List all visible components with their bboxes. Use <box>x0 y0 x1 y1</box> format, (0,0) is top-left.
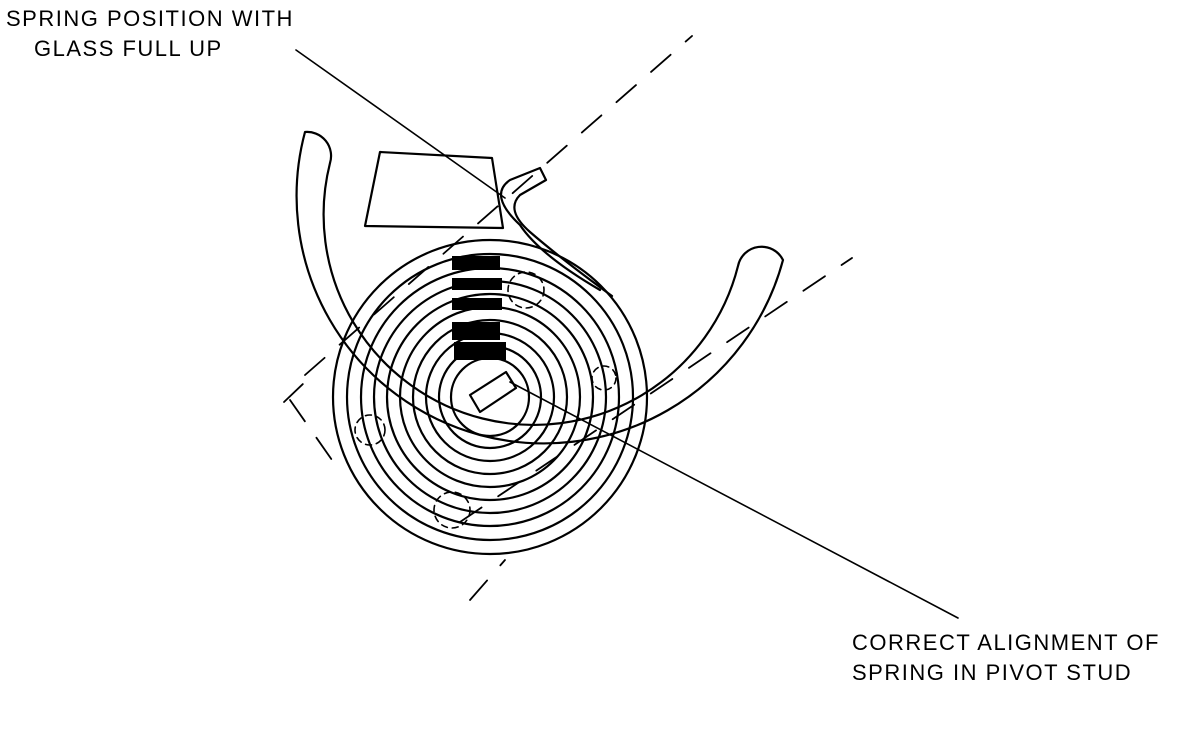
alignment-lines <box>283 35 853 601</box>
outer-bracket <box>295 130 785 445</box>
callout-correct-alignment-line1: CORRECT ALIGNMENT OF <box>852 630 1160 655</box>
pivot-stud-slot <box>468 370 518 414</box>
callout-spring-position: SPRING POSITION WITH GLASS FULL UP <box>6 4 294 64</box>
spring-tail <box>499 166 614 298</box>
callout-correct-alignment-line2: SPRING IN PIVOT STUD <box>852 660 1133 685</box>
leader-line-bottom <box>509 381 959 619</box>
leader-line-top <box>295 49 506 199</box>
callout-correct-alignment: CORRECT ALIGNMENT OF SPRING IN PIVOT STU… <box>852 628 1160 688</box>
coil-band-marks <box>452 256 506 360</box>
glass-stop-block <box>363 150 505 230</box>
callout-spring-position-line2: GLASS FULL UP <box>34 36 223 61</box>
hidden-studs <box>354 271 617 529</box>
callout-spring-position-line1: SPRING POSITION WITH <box>6 6 294 31</box>
